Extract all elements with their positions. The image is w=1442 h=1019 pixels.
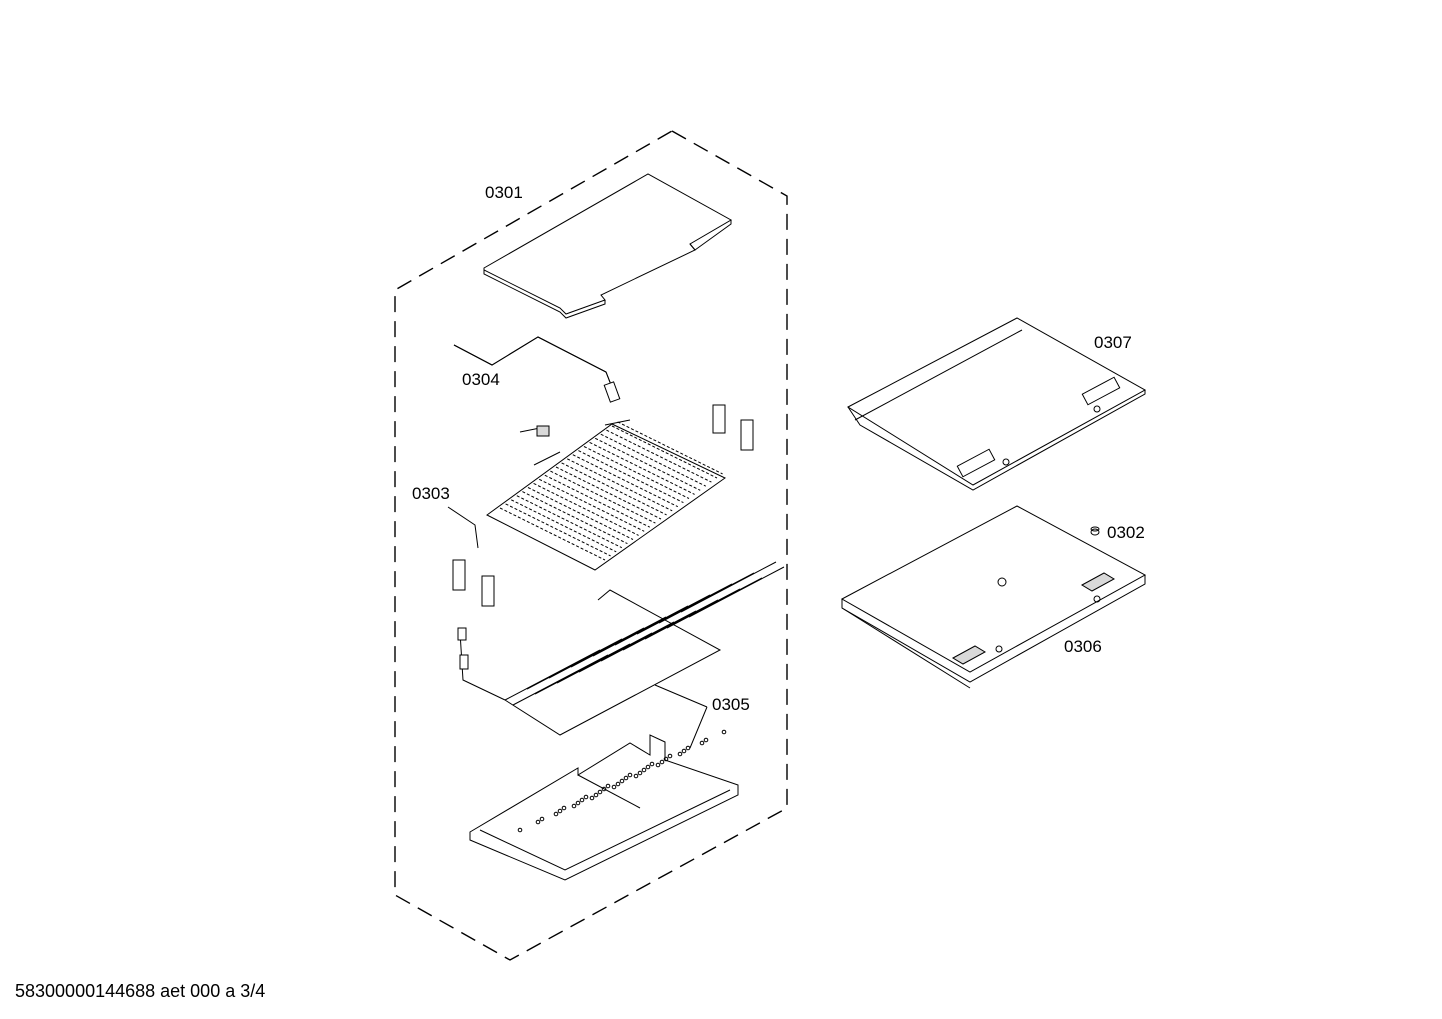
drawing-reference-footer: 58300000144688 aet 000 a 3/4 (15, 981, 266, 1001)
label-0301: 0301 (485, 183, 523, 202)
evaporator-coil (486, 419, 726, 571)
part-0306-base-plate (840, 505, 1147, 689)
label-0304: 0304 (462, 370, 500, 389)
label-0302: 0302 (1107, 523, 1145, 542)
part-0304-tube (453, 336, 621, 403)
assembly-group-outline (394, 130, 788, 961)
label-0305: 0305 (712, 695, 750, 714)
part-0301-cover-plate (483, 173, 733, 319)
label-0303: 0303 (412, 484, 450, 503)
part-0305-drip-tray (469, 729, 739, 881)
part-0302-grommet (1090, 526, 1100, 536)
spacer-blocks (452, 404, 754, 607)
part-0303-bracket (447, 506, 479, 549)
part-0307-top-plate (846, 317, 1147, 491)
label-0306: 0306 (1064, 637, 1102, 656)
label-0307: 0307 (1094, 333, 1132, 352)
leader-0305 (654, 684, 708, 749)
part-0305-heater (457, 561, 785, 736)
